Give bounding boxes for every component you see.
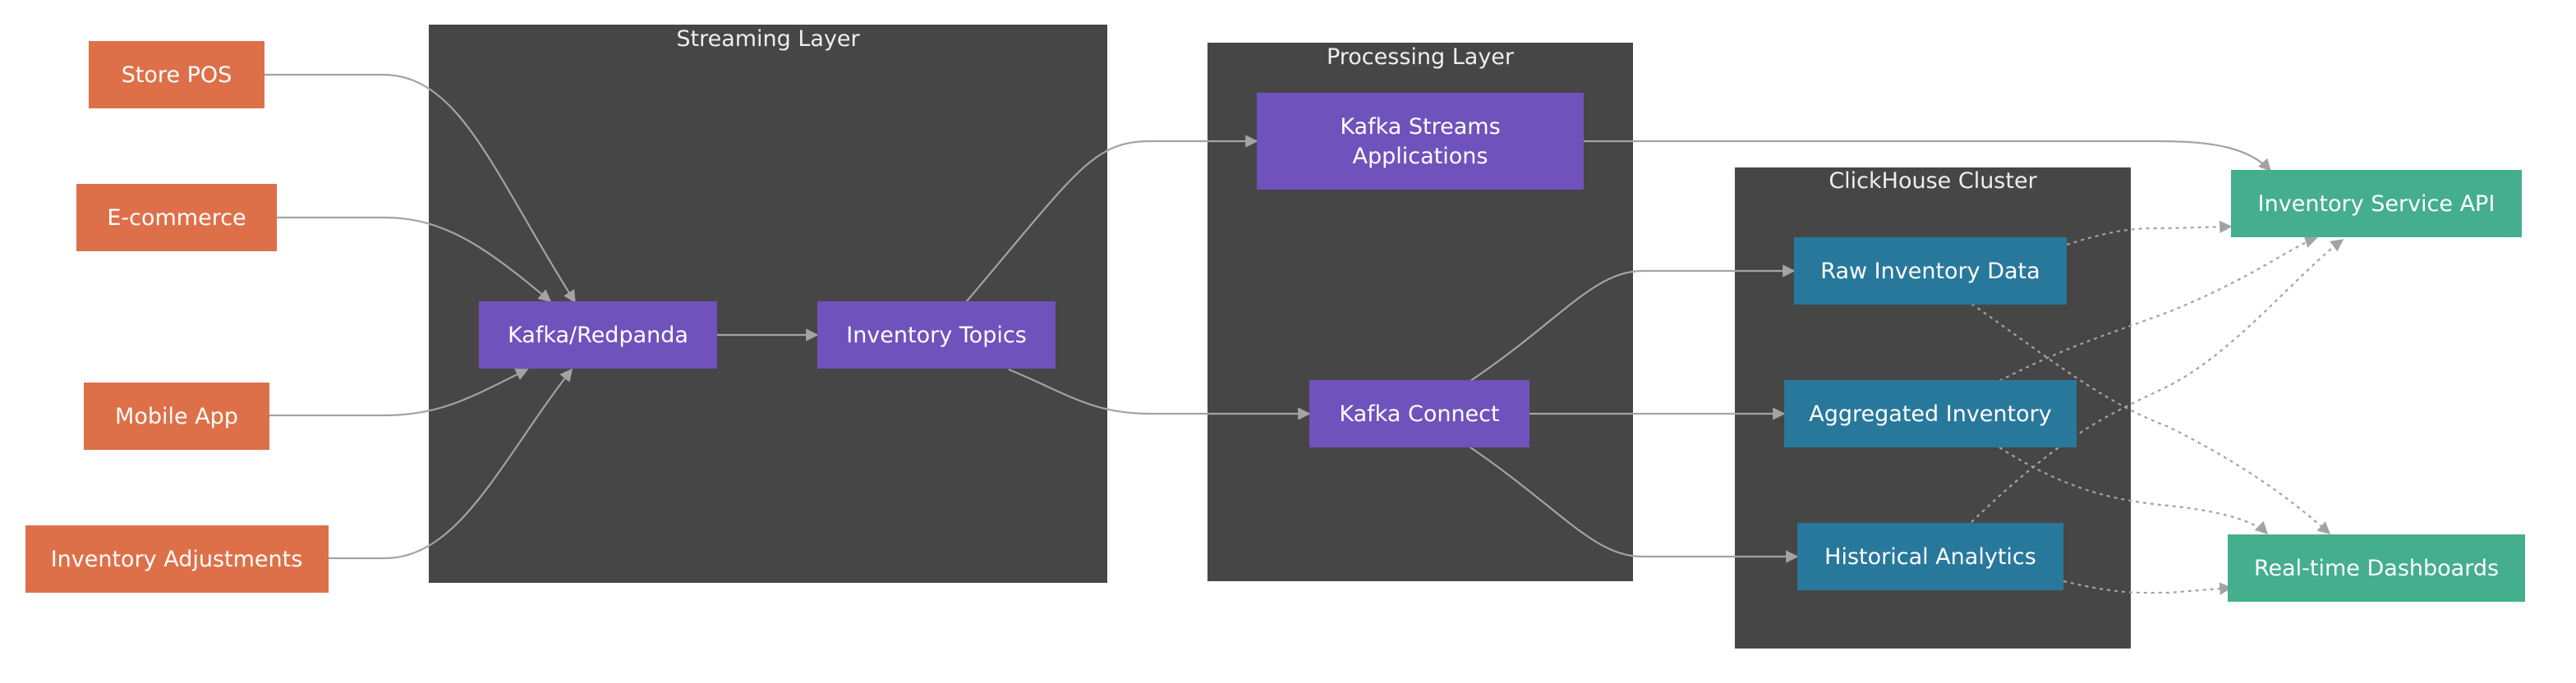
- node-inventory-adjustments-label: Inventory Adjustments: [51, 547, 303, 572]
- node-raw-inventory-data[interactable]: Raw Inventory Data: [1794, 237, 2067, 305]
- node-inventory-adjustments[interactable]: Inventory Adjustments: [25, 525, 329, 593]
- node-raw-inventory-data-label: Raw Inventory Data: [1820, 259, 2040, 284]
- node-kafka-streams[interactable]: Kafka Streams Applications: [1257, 93, 1584, 190]
- edge-aggregated-dashboards: [1999, 447, 2269, 535]
- node-realtime-dashboards[interactable]: Real-time Dashboards: [2228, 534, 2525, 602]
- edge-topics-streams: [965, 135, 1258, 303]
- node-aggregated-inventory[interactable]: Aggregated Inventory: [1784, 380, 2077, 447]
- cluster-processing-title: Processing Layer: [1327, 44, 1515, 70]
- node-kafka-streams-label-line1: Kafka Streams: [1340, 114, 1500, 140]
- edge-connect-historical: [1470, 447, 1799, 563]
- node-inventory-service-api-label: Inventory Service API: [2258, 191, 2496, 217]
- node-historical-analytics[interactable]: Historical Analytics: [1797, 523, 2063, 590]
- edge-storepos-kafka: [264, 73, 576, 304]
- node-realtime-dashboards-label: Real-time Dashboards: [2254, 556, 2499, 581]
- node-aggregated-inventory-label: Aggregated Inventory: [1809, 401, 2051, 427]
- node-kafka-connect-label: Kafka Connect: [1339, 401, 1499, 427]
- edge-adjustments-kafka: [329, 368, 573, 560]
- edge-raw-dashboards: [1971, 303, 2331, 535]
- edge-mobileapp-kafka: [269, 369, 529, 417]
- node-inventory-topics-label: Inventory Topics: [846, 323, 1027, 348]
- node-kafka-streams-label-line2: Applications: [1353, 144, 1488, 169]
- node-mobile-app[interactable]: Mobile App: [84, 383, 269, 450]
- node-kafka-redpanda[interactable]: Kafka/Redpanda: [479, 301, 717, 369]
- node-kafka-redpanda-label: Kafka/Redpanda: [508, 323, 688, 348]
- cluster-clickhouse-title: ClickHouse Cluster: [1828, 168, 2037, 194]
- edges: [264, 73, 2344, 595]
- edge-connect-raw: [1470, 264, 1796, 382]
- node-mobile-app-label: Mobile App: [115, 404, 238, 429]
- edge-topics-connect: [1008, 368, 1311, 420]
- node-inventory-topics[interactable]: Inventory Topics: [817, 301, 1056, 369]
- node-store-pos[interactable]: Store POS: [89, 41, 264, 108]
- edge-streams-api: [1584, 140, 2272, 172]
- node-inventory-service-api[interactable]: Inventory Service API: [2231, 170, 2522, 237]
- cluster-streaming-title: Streaming Layer: [676, 26, 860, 52]
- edge-ecommerce-kafka: [277, 216, 552, 302]
- node-store-pos-label: Store POS: [122, 62, 232, 88]
- node-ecommerce[interactable]: E-commerce: [76, 184, 277, 251]
- node-ecommerce-label: E-commerce: [107, 205, 246, 231]
- node-historical-analytics-label: Historical Analytics: [1824, 544, 2036, 570]
- node-kafka-connect[interactable]: Kafka Connect: [1309, 380, 1530, 447]
